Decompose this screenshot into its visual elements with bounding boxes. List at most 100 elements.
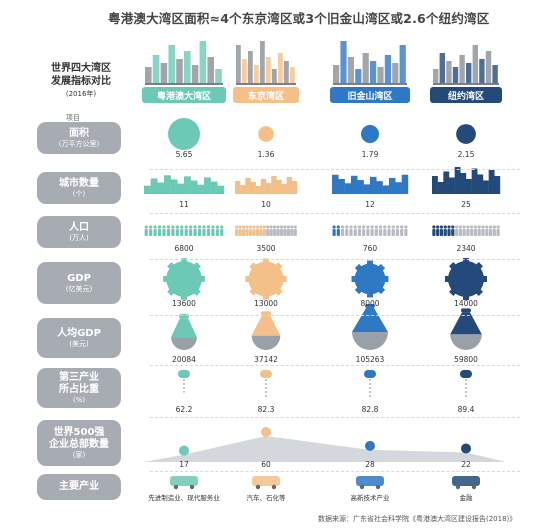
population-value-sf: 760 (362, 244, 378, 253)
person-head (266, 225, 270, 229)
cities-skyline-sf (332, 174, 409, 194)
cities-block (370, 176, 377, 194)
fortune500-value-sf: 28 (365, 460, 375, 469)
bag-knot (261, 311, 271, 316)
tertiary-mark-ny (460, 370, 472, 399)
person-head (197, 225, 202, 229)
tertiary-value-sf: 82.8 (361, 405, 379, 414)
person-body (345, 229, 349, 236)
cities-block (177, 183, 185, 194)
area-value-sf: 1.79 (361, 150, 379, 159)
cities-block (190, 180, 198, 194)
person-body (171, 229, 175, 236)
person-body (266, 229, 270, 236)
person-head (206, 225, 211, 229)
person-body (242, 229, 246, 236)
person-head (400, 225, 404, 229)
person-head (336, 225, 340, 229)
cities-block (494, 176, 501, 194)
fortune500-marker-tokyo (261, 427, 271, 437)
tertiary-value-gba: 62.2 (175, 405, 193, 414)
person-head (370, 225, 374, 229)
person-body (374, 229, 378, 236)
cities-skyline-ny (432, 167, 501, 194)
person-body (470, 229, 474, 236)
person-head (153, 225, 157, 229)
row-label-gdp: GDP(亿美元) (37, 262, 121, 304)
fortune500-marker-sf (365, 440, 375, 451)
person-head (340, 225, 345, 229)
tertiary-value-tokyo: 82.3 (257, 405, 275, 414)
person-head (180, 225, 184, 229)
population-icons-sf (332, 225, 408, 236)
industry-wheel (189, 484, 195, 490)
cities-block (443, 171, 450, 194)
row-separator (150, 471, 520, 472)
person-head (458, 225, 462, 229)
row-separator (150, 169, 520, 170)
person-head (211, 225, 215, 229)
area-value-tokyo: 1.36 (257, 150, 275, 159)
person-body (432, 229, 436, 236)
row-label-text: 世界500强 (53, 426, 105, 438)
person-body (477, 229, 481, 236)
row-label-text: 城市数量 (59, 177, 99, 189)
cities-block (376, 181, 383, 194)
cities-block (338, 179, 345, 194)
gdp-gear-sf (351, 260, 389, 298)
person-body (395, 229, 400, 236)
person-body (451, 229, 455, 236)
person-head (184, 225, 188, 229)
person-head (488, 225, 493, 229)
bag-knot (461, 308, 471, 313)
person-head (252, 225, 256, 229)
fortune500-marker-gba (179, 445, 189, 456)
person-body (273, 229, 277, 236)
cities-block (466, 179, 472, 194)
person-head (162, 225, 166, 229)
person-head (157, 225, 162, 229)
table-header: 世界四大湾区 发展指标对比 (2016年) (26, 62, 136, 101)
cities-block (157, 182, 165, 194)
person-head (362, 225, 366, 229)
person-head (492, 225, 496, 229)
person-head (283, 225, 287, 229)
person-body (353, 229, 357, 236)
gdp-gear-tokyo (245, 258, 287, 300)
bag-top (251, 315, 281, 336)
industry-wheel (359, 484, 365, 490)
person-body (481, 229, 485, 236)
person-body (443, 229, 447, 236)
tertiary-mark-gba (178, 370, 190, 393)
tertiary-pill (460, 370, 472, 378)
cities-value-ny: 25 (461, 200, 471, 209)
gdp-value-tokyo: 13000 (254, 299, 278, 308)
person-body (248, 229, 253, 236)
industry-wheel (173, 484, 179, 490)
area-value-gba: 5.65 (175, 150, 193, 159)
person-head (383, 225, 387, 229)
person-body (276, 229, 280, 236)
cities-block (291, 180, 298, 194)
person-head (454, 225, 459, 229)
person-body (387, 229, 391, 236)
row-label-unit: (万人) (69, 233, 89, 242)
row-label-text: GDP (67, 272, 91, 284)
population-value-ny: 2340 (456, 244, 476, 253)
industry-label-tokyo: 汽车、石化等 (246, 494, 286, 502)
cities-block (460, 173, 467, 194)
cities-block (266, 182, 272, 194)
cities-block (449, 177, 455, 194)
person-head (462, 225, 466, 229)
person-body (184, 229, 188, 236)
cities-block (363, 184, 371, 194)
person-head (353, 225, 357, 229)
row-label-unit: (个) (72, 189, 86, 198)
area-circle-tokyo (258, 126, 274, 142)
gdp-value-ny: 14000 (454, 299, 478, 308)
cities-block (332, 174, 339, 194)
person-body (370, 229, 374, 236)
person-head (202, 225, 206, 229)
person-head (290, 225, 294, 229)
cities-block (271, 175, 277, 194)
